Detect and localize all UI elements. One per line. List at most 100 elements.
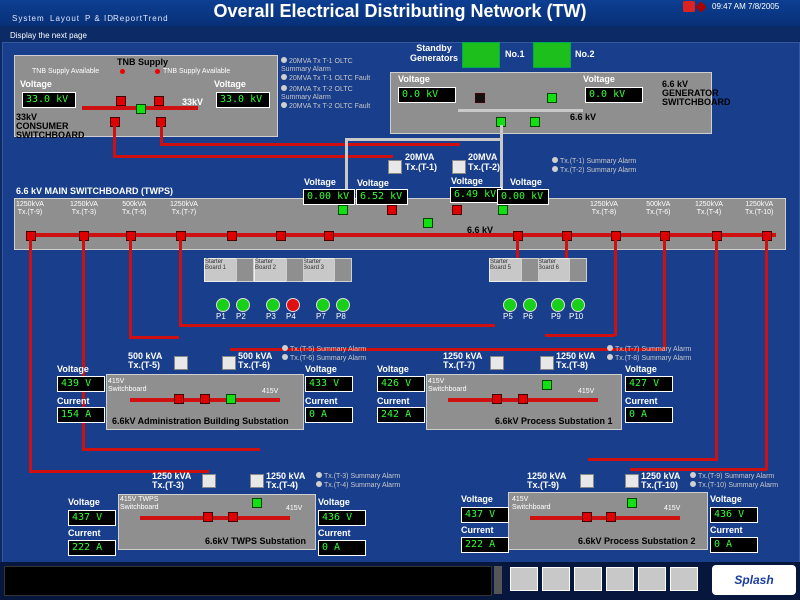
process1-voltage-label-right: Voltage <box>625 364 657 374</box>
alarm-item[interactable]: Tx.(T-4) Summary Alarm <box>316 481 400 490</box>
menu-report[interactable]: Report <box>113 14 144 23</box>
alarm-item[interactable]: Tx.(T-2) Summary Alarm <box>552 166 636 175</box>
main-incomer-breaker-2[interactable] <box>387 205 397 215</box>
process2-breaker[interactable] <box>582 512 592 522</box>
main-bus-coupler[interactable] <box>423 218 433 228</box>
twps-current-label-left: Current <box>68 528 101 538</box>
process2-breaker[interactable] <box>606 512 616 522</box>
pump-p9-icon[interactable] <box>551 298 565 312</box>
admin-current-label-right: Current <box>305 396 338 406</box>
alarm-item[interactable]: Tx.(T-10) Summary Alarm <box>690 481 778 490</box>
starter-board-extension <box>569 258 587 282</box>
feeder-breaker[interactable] <box>276 231 286 241</box>
feeder-breaker[interactable] <box>324 231 334 241</box>
exit-button[interactable] <box>670 567 698 591</box>
admin-breaker[interactable] <box>200 394 210 404</box>
process2-breaker[interactable] <box>627 498 637 508</box>
feeder-breaker[interactable] <box>227 231 237 241</box>
substation-view-button[interactable] <box>542 567 570 591</box>
transformer-t7-icon[interactable] <box>490 356 504 370</box>
alarm-item[interactable]: 20MVA Tx T-1 OLTC Fault <box>281 74 371 83</box>
gen-feed-line <box>345 138 348 208</box>
page-title: Overall Electrical Distributing Network … <box>213 1 587 21</box>
admin-breaker[interactable] <box>226 394 236 404</box>
alarm-summary-box[interactable] <box>4 566 492 596</box>
main-incomer-breaker-4[interactable] <box>498 205 508 215</box>
admin-breaker[interactable] <box>174 394 184 404</box>
generator-panel <box>390 72 712 134</box>
alarm-item[interactable]: Tx.(T-9) Summary Alarm <box>690 472 778 481</box>
menu-trend[interactable]: Trend <box>143 14 169 23</box>
transformer-t2-icon[interactable] <box>452 160 466 174</box>
alarm-item[interactable]: Tx.(T-6) Summary Alarm <box>282 354 366 363</box>
transformer-t9-icon[interactable] <box>580 474 594 488</box>
pump-p1-icon[interactable] <box>216 298 230 312</box>
generator-1-icon[interactable] <box>462 42 500 68</box>
menu-pid[interactable]: P & ID <box>85 14 114 23</box>
alarm-dot-icon <box>316 481 322 487</box>
pump-p10-icon[interactable] <box>571 298 585 312</box>
alarm-dot-icon <box>607 354 613 360</box>
tnb-breaker-1[interactable] <box>116 96 126 106</box>
starter-board-1[interactable]: Starter Board 1 <box>204 258 238 282</box>
pump-label: P4 <box>286 312 296 321</box>
transformer-t3-label: 1250 kVA Tx.(T-3) <box>152 471 192 490</box>
twps-breaker[interactable] <box>203 512 213 522</box>
transformer-t5-icon[interactable] <box>174 356 188 370</box>
generators-title: Standby Generators <box>410 43 459 63</box>
network-view-button[interactable] <box>510 567 538 591</box>
pump-p5-icon[interactable] <box>503 298 517 312</box>
tnb-bus-coupler[interactable] <box>136 104 146 114</box>
pump-p6-icon[interactable] <box>523 298 537 312</box>
transformer-t3-icon[interactable] <box>202 474 216 488</box>
transformer-t1-icon[interactable] <box>388 160 402 174</box>
alarm-item[interactable]: 20MVA Tx T-2 OLTC Fault <box>281 102 371 111</box>
alarm-item[interactable]: Tx.(T-3) Summary Alarm <box>316 472 400 481</box>
process1-breaker[interactable] <box>492 394 502 404</box>
pump-p7-icon[interactable] <box>316 298 330 312</box>
starter-board-5[interactable]: Starter Board 5 <box>489 258 523 282</box>
tnb-breaker-2[interactable] <box>154 96 164 106</box>
main-incomer-breaker-1[interactable] <box>338 205 348 215</box>
alarm-item[interactable]: Tx.(T-5) Summary Alarm <box>282 345 366 354</box>
process1-breaker[interactable] <box>542 380 552 390</box>
feeder-view-button[interactable] <box>638 567 666 591</box>
alarm-item[interactable]: Tx.(T-8) Summary Alarm <box>607 354 691 363</box>
main-incomer-breaker-3[interactable] <box>452 205 462 215</box>
transfer-view-button[interactable] <box>606 567 634 591</box>
switchboard-view-button[interactable] <box>574 567 602 591</box>
twps-breaker[interactable] <box>228 512 238 522</box>
alarm-bell-icon[interactable] <box>683 1 695 12</box>
menu-layout[interactable]: Layout <box>50 14 81 23</box>
alarm-item[interactable]: Tx.(T-7) Summary Alarm <box>607 345 691 354</box>
process1-current-label-left: Current <box>377 396 410 406</box>
admin-alarm-legend: Tx.(T-5) Summary Alarm Tx.(T-6) Summary … <box>282 345 366 363</box>
transformer-t4-icon[interactable] <box>250 474 264 488</box>
twps-breaker[interactable] <box>252 498 262 508</box>
starter-board-3[interactable]: Starter Board 3 <box>302 258 336 282</box>
pump-p4-icon[interactable] <box>286 298 300 312</box>
process1-breaker[interactable] <box>518 394 528 404</box>
transformer-t8-icon[interactable] <box>540 356 554 370</box>
alarm-item[interactable]: Tx.(T-1) Summary Alarm <box>552 157 636 166</box>
process1-current-left: 242 A <box>377 407 425 423</box>
alarm-dot-icon <box>552 157 558 163</box>
generator-outgoing-breaker-2[interactable] <box>530 117 540 127</box>
starter-board-extension <box>286 258 304 282</box>
admin-current-label-left: Current <box>57 396 90 406</box>
generator-breaker-1[interactable] <box>475 93 485 103</box>
generator-voltage-label-2: Voltage <box>583 74 615 84</box>
generator-2-icon[interactable] <box>533 42 571 68</box>
starter-board-6[interactable]: Starter Board 6 <box>537 258 571 282</box>
starter-board-2[interactable]: Starter Board 2 <box>254 258 288 282</box>
transformer-t10-icon[interactable] <box>625 474 639 488</box>
generator-breaker-2[interactable] <box>547 93 557 103</box>
alarm-item[interactable]: 20MVA Tx T-1 OLTC Summary Alarm <box>281 57 353 73</box>
pump-p2-icon[interactable] <box>236 298 250 312</box>
menu-system[interactable]: System <box>12 14 45 23</box>
pump-p8-icon[interactable] <box>336 298 350 312</box>
alarm-item[interactable]: 20MVA Tx T-2 OLTC Summary Alarm <box>281 85 353 101</box>
transformer-t6-icon[interactable] <box>222 356 236 370</box>
alarm-scrollbar[interactable] <box>494 566 502 594</box>
pump-p3-icon[interactable] <box>266 298 280 312</box>
